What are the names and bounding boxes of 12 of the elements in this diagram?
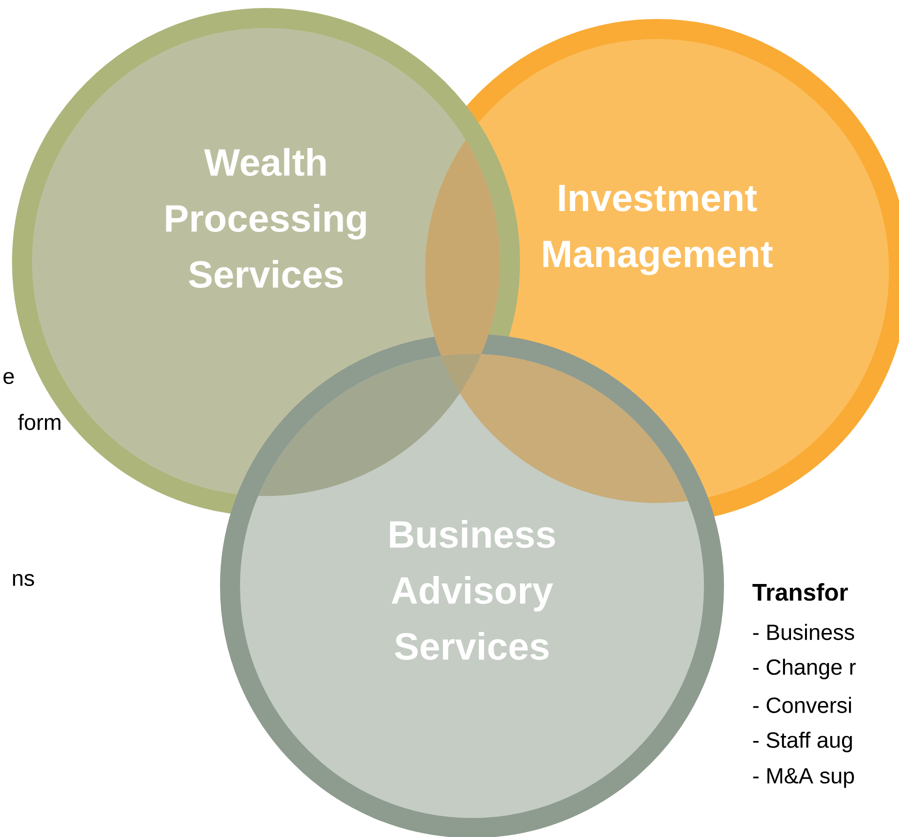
circle-label: Business Advisory Services — [390, 520, 555, 660]
heading: Transfor — [752, 583, 848, 601]
list-item: - Change r — [753, 658, 856, 680]
list-item: - M&A sup — [753, 768, 854, 788]
circle-label: Wealth Processing Services — [166, 148, 366, 288]
list-item: - Staff aug — [753, 732, 852, 752]
list-item: - Conversi — [753, 696, 851, 714]
list-item: - Business — [753, 624, 854, 640]
circle-label: Investment Management — [543, 184, 773, 276]
text-fragment: e — [4, 372, 14, 384]
text-fragment: form — [18, 414, 60, 430]
text-fragment: ns — [13, 574, 34, 586]
